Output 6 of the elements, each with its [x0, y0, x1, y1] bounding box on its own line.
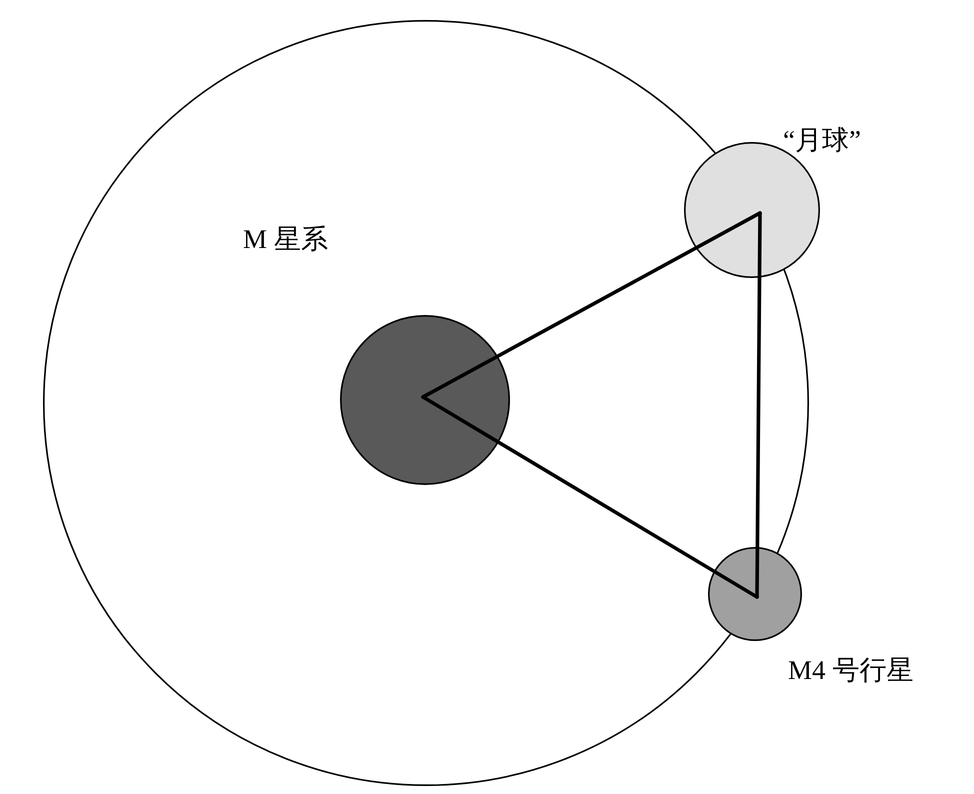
connector-line	[421, 395, 759, 599]
star-circle	[340, 315, 510, 485]
planet-label: M4 号行星	[788, 657, 914, 684]
moon-label: “月球”	[783, 127, 861, 154]
connector-line	[755, 211, 762, 599]
galaxy-label: M 星系	[243, 226, 328, 253]
